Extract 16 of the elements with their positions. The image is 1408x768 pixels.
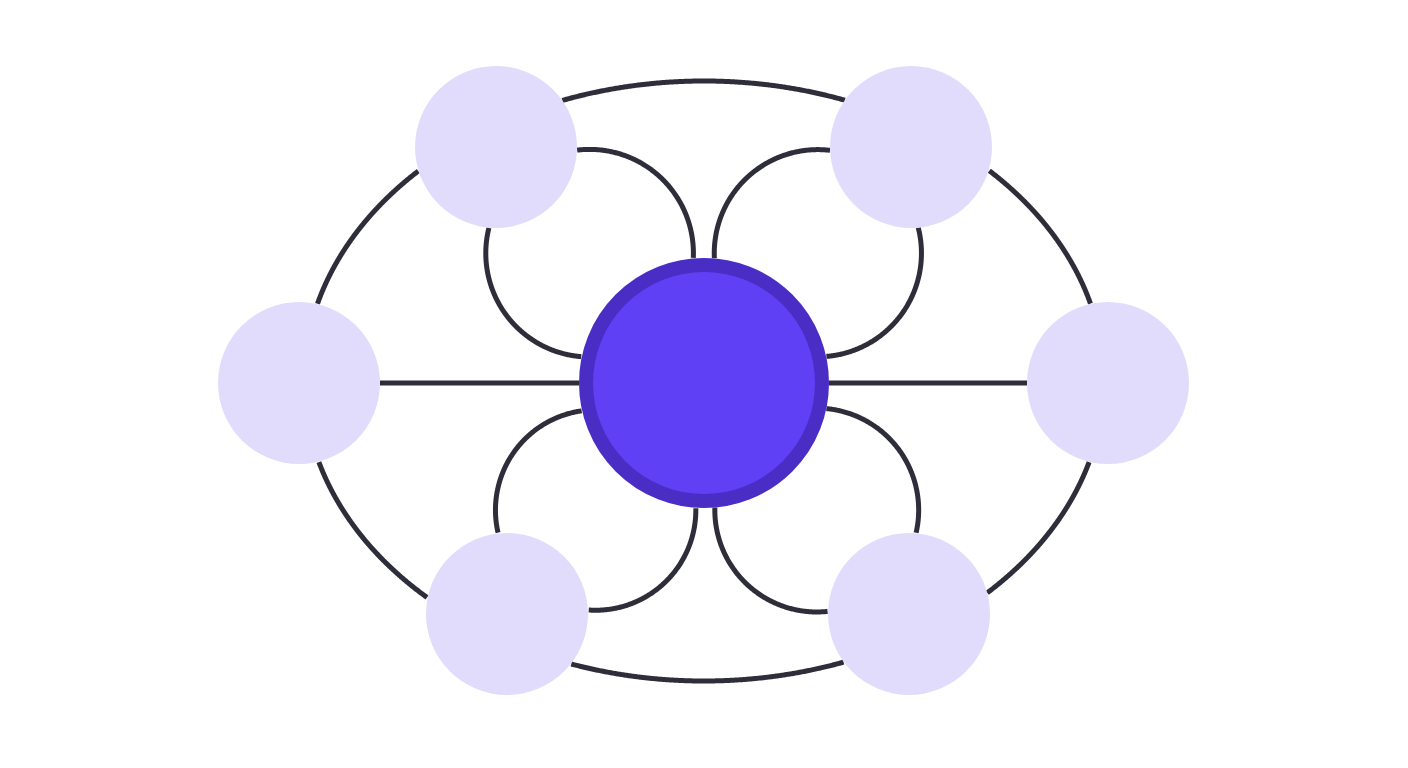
connector-line	[380, 380, 579, 386]
connector-line	[316, 460, 429, 600]
connector-line	[569, 659, 845, 684]
connector-line	[824, 226, 924, 359]
connector-line	[824, 406, 922, 535]
connector-line	[560, 78, 847, 103]
connector-line	[711, 147, 832, 260]
connector-line	[587, 506, 699, 613]
connector-line	[712, 505, 830, 615]
connector-line	[985, 460, 1092, 595]
connector-line	[829, 380, 1027, 386]
connector-line	[483, 226, 583, 360]
connector-line	[492, 408, 584, 535]
connector-line	[575, 146, 696, 260]
connector-line	[315, 169, 421, 306]
connector-line	[987, 168, 1093, 306]
